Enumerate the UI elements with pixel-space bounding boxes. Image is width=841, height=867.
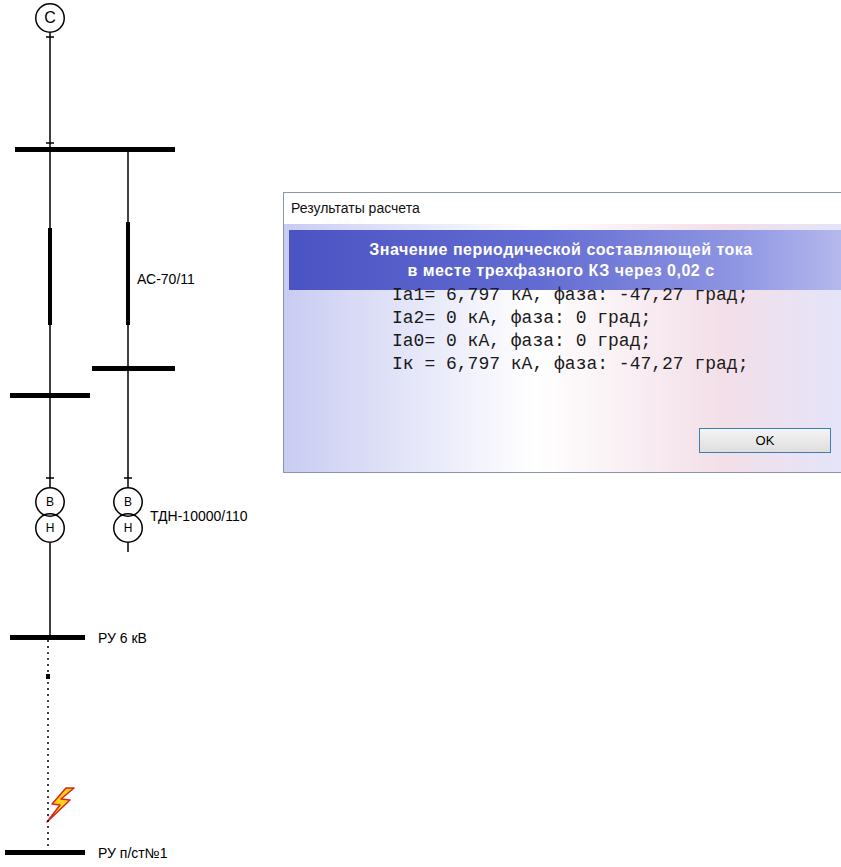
button-label: OK [756, 433, 775, 448]
result-line: Ia1= 6,797 кА, фаза: -47,27 град; [392, 285, 748, 307]
cable-line [49, 543, 51, 635]
transformer-winding: Н [113, 513, 143, 543]
bus-label: РУ п/ст№1 [98, 844, 168, 861]
transformer-type-label: ТДН-10000/110 [150, 508, 247, 525]
line-type-label: АС-70/11 [137, 271, 195, 288]
bus-bar [15, 147, 175, 152]
symbol-letter: С [35, 3, 65, 33]
ok-button: OK [699, 428, 831, 453]
bus-bar: РУ п/ст№1 [5, 850, 85, 855]
header-text: Значение периодической составляющей тока… [367, 239, 755, 281]
line-wire [127, 543, 129, 552]
result-line: Ia0= 0 кА, фаза: 0 град; [392, 331, 651, 353]
terminal-tick [46, 142, 54, 144]
source-symbol: С [35, 3, 65, 33]
bus-label: РУ 6 кВ [98, 629, 147, 646]
symbol-letter: Н [113, 513, 143, 543]
line-wire [49, 395, 51, 487]
transformer-winding: В [113, 487, 143, 517]
symbol-letter: В [113, 487, 143, 517]
result-line: Iк = 6,797 кА, фаза: -47,27 град; [392, 354, 748, 376]
transformer-winding: В [35, 487, 65, 517]
terminal-tick [46, 477, 54, 479]
terminal-tick [124, 477, 132, 479]
line-segment [126, 222, 130, 325]
window-title: Результаты расчета [291, 200, 420, 216]
cable-line-dashed [47, 640, 49, 850]
symbol-letter: Н [35, 513, 65, 543]
bus-bar [92, 366, 175, 371]
line-segment [48, 228, 52, 325]
line-wire [127, 368, 129, 487]
terminal-tick [46, 36, 54, 38]
transformer-winding: Н [35, 513, 65, 543]
result-line: Ia2= 0 кА, фаза: 0 град; [392, 308, 651, 330]
header-band: Значение периодической составляющей тока… [289, 230, 841, 290]
feeder-line [49, 33, 51, 150]
bus-bar: РУ 6 кВ [10, 635, 85, 640]
fault-symbol [47, 788, 74, 822]
symbol-letter: В [35, 487, 65, 517]
